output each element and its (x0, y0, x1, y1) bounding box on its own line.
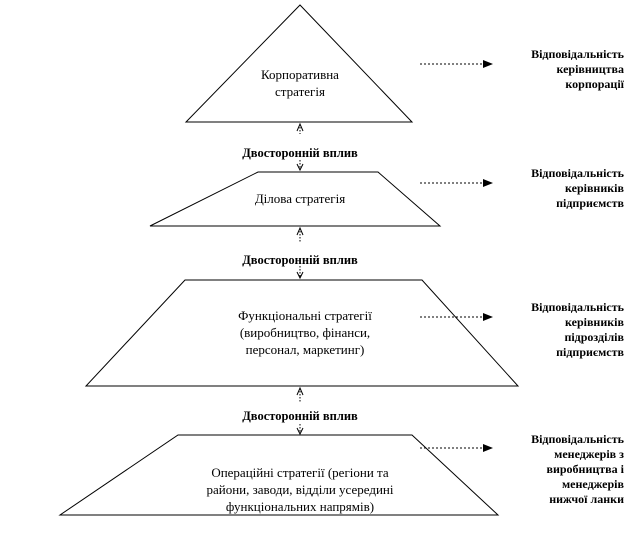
responsibility-corporate-line-1: Відповідальність (531, 47, 624, 61)
responsibility-corporate: Відповідальність керівництва корпорації (531, 47, 624, 92)
functional-strategy-line-1: Функціональні стратегії (238, 308, 372, 323)
business-strategy-label: Ділова стратегія (220, 190, 380, 207)
corporate-strategy-label: Корпоративна стратегія (230, 66, 370, 100)
responsibility-functional: Відповідальність керівників підрозділів … (531, 300, 624, 360)
functional-strategy-trapezoid (84, 279, 520, 387)
operational-strategy-line-3: функціональних напрямів) (225, 499, 375, 514)
responsibility-business: Відповідальність керівників підприємств (531, 166, 624, 211)
influence-connector-1 (296, 122, 304, 172)
responsibility-functional-line-3: підрозділів (564, 330, 624, 344)
business-strategy-trapezoid (149, 171, 442, 227)
corporate-strategy-line-2: стратегія (275, 84, 325, 99)
responsibility-corporate-line-2: керівництва (556, 62, 624, 76)
functional-strategy-line-3: персонал, маркетинг) (245, 342, 365, 357)
operational-strategy-trapezoid (58, 434, 500, 516)
corporate-strategy-line-1: Корпоративна (261, 67, 339, 82)
operational-strategy-line-1: Операційні стратегії (регіони та (211, 465, 389, 480)
responsibility-functional-line-4: підприємств (556, 345, 624, 359)
responsibility-functional-line-1: Відповідальність (531, 300, 624, 314)
responsibility-functional-line-2: керівників (565, 315, 624, 329)
operational-strategy-line-2: райони, заводи, відділи усередині (206, 482, 394, 497)
responsibility-operational-line-3: виробництва і (546, 462, 624, 476)
responsibility-operational-line-5: нижчої ланки (549, 492, 624, 506)
influence-connector-3 (296, 386, 304, 436)
influence-label-3: Двосторонній вплив (242, 409, 358, 423)
responsibility-corporate-line-3: корпорації (565, 77, 624, 91)
corporate-strategy-triangle (184, 4, 414, 123)
responsibility-operational: Відповідальність менеджерів з виробництв… (531, 432, 624, 507)
responsibility-operational-line-4: менеджерів (561, 477, 624, 491)
responsibility-business-line-1: Відповідальність (531, 166, 624, 180)
influence-connector-2 (296, 226, 304, 280)
influence-label-2: Двосторонній вплив (242, 253, 358, 267)
functional-strategy-line-2: (виробництво, фінанси, (239, 325, 371, 340)
influence-label-1: Двосторонній вплив (242, 146, 358, 160)
responsibility-operational-line-2: менеджерів з (554, 447, 624, 461)
responsibility-operational-line-1: Відповідальність (531, 432, 624, 446)
functional-strategy-label: Функціональні стратегії (виробництво, фі… (190, 307, 420, 358)
responsibility-business-line-3: підприємств (556, 196, 624, 210)
operational-strategy-label: Операційні стратегії (регіони та райони,… (160, 464, 440, 515)
responsibility-business-line-2: керівників (565, 181, 624, 195)
business-strategy-line-1: Ділова стратегія (254, 191, 346, 206)
